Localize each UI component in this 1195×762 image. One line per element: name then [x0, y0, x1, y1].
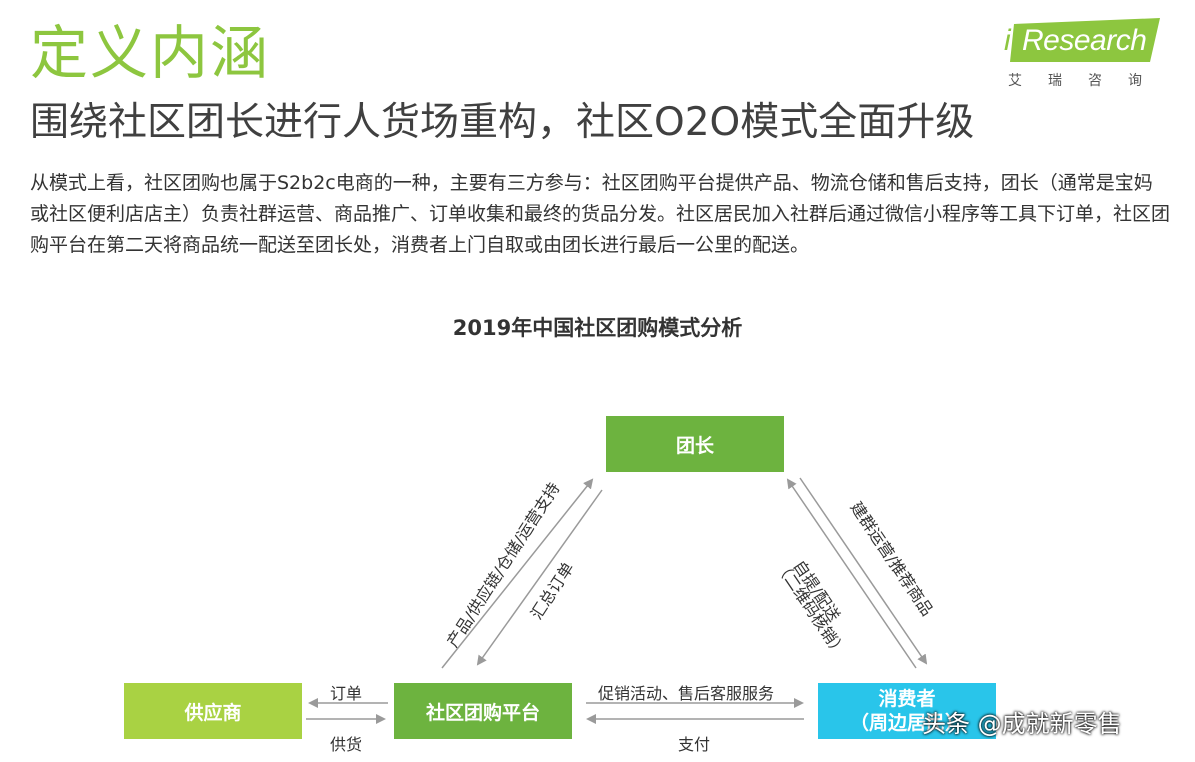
logo-brand: Research [1022, 24, 1147, 57]
watermark: 头条 @成就新零售 [922, 710, 1122, 738]
label-consumer-to-platform: 支付 [678, 735, 711, 754]
iresearch-logo: i Research 艾瑞咨询 [1000, 18, 1165, 98]
logo-i: i [1004, 24, 1011, 57]
arrow-leader-to-consumer [799, 477, 928, 665]
label-supplier-to-platform: 供货 [330, 735, 363, 754]
label-platform-to-consumer: 促销活动、售后客服服务 [598, 684, 775, 703]
page-title: 定义内涵 [30, 19, 271, 87]
logo-subtitle: 艾瑞咨询 [1008, 73, 1168, 89]
node-consumer-line1: 消费者 [878, 688, 936, 710]
logo-banner-icon [1010, 18, 1160, 62]
node-consumer: 消费者 （周边居民） [818, 683, 996, 739]
arrow-leader-to-platform [476, 489, 603, 666]
intro-paragraph: 从模式上看，社区团购也属于S2b2c电商的一种，主要有三方参与：社区团购平台提供… [30, 172, 1171, 256]
label-platform-to-supplier: 订单 [330, 684, 363, 703]
page-subtitle: 围绕社区团长进行人货场重构，社区O2O模式全面升级 [30, 100, 975, 145]
arrow-consumer-to-leader [786, 478, 917, 669]
node-supplier: 供应商 [124, 683, 302, 739]
node-leader: 团长 [606, 416, 784, 472]
node-platform: 社区团购平台 [394, 683, 572, 739]
arrow-platform-to-leader [441, 478, 594, 669]
node-consumer-line2: （周边居民） [849, 712, 964, 734]
diagram-title: 2019年中国社区团购模式分析 [452, 316, 743, 340]
